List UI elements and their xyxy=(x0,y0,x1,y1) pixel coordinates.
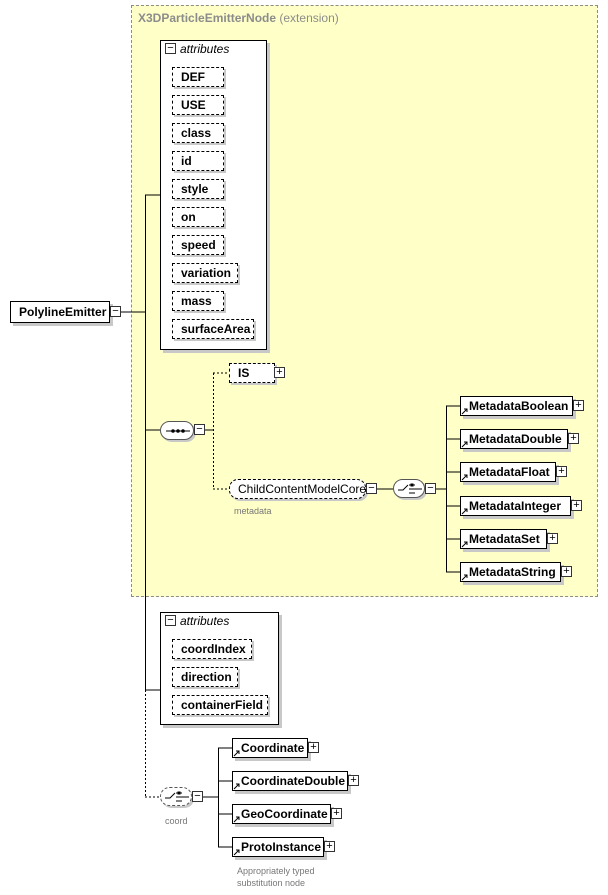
is-element[interactable]: IS xyxy=(229,363,275,383)
attribute-direction[interactable]: direction xyxy=(172,667,238,687)
proto-instance-label: ProtoInstance xyxy=(241,840,322,854)
metadata-set-element[interactable]: MetadataSet xyxy=(460,529,547,549)
proto-instance-plus-icon[interactable]: + xyxy=(324,841,335,852)
sequence-icon xyxy=(166,429,190,433)
child-content-model-core-label: ChildContentModelCore xyxy=(238,482,367,496)
coordinate-double-label: CoordinateDouble xyxy=(241,774,345,788)
metadata-integer-label: MetadataInteger xyxy=(469,499,562,513)
polyline-emitter-node[interactable]: PolylineEmitter xyxy=(10,301,110,323)
coordinate-plus-icon[interactable]: + xyxy=(308,742,319,753)
coord-note-line1: Appropriately typed xyxy=(237,866,315,876)
attribute-surface-area[interactable]: surfaceArea xyxy=(172,319,254,339)
group-sublabel: metadata xyxy=(234,506,272,516)
attribute-use[interactable]: USE xyxy=(172,95,224,115)
choice-collapse-minus-icon[interactable]: − xyxy=(425,483,436,494)
metadata-double-label: MetadataDouble xyxy=(469,432,562,446)
geo-coordinate-element[interactable]: GeoCoordinate xyxy=(232,804,331,824)
coord-choice-minus-icon[interactable]: − xyxy=(192,791,203,802)
sequence-compositor[interactable] xyxy=(160,421,194,440)
coordinate-label: Coordinate xyxy=(241,741,305,755)
extension-suffix: (extension) xyxy=(279,11,339,25)
attribute-mass[interactable]: mass xyxy=(172,291,224,311)
polyline-emitter-label: PolylineEmitter xyxy=(19,305,107,319)
coordinate-double-element[interactable]: CoordinateDouble xyxy=(232,771,348,791)
coord-note-line2: substitution node xyxy=(237,878,306,888)
metadata-set-plus-icon[interactable]: + xyxy=(547,533,558,544)
coord-sublabel: coord xyxy=(165,816,188,826)
own-attributes-header: attributes xyxy=(180,614,230,628)
metadata-boolean-label: MetadataBoolean xyxy=(469,399,569,413)
geo-coordinate-label: GeoCoordinate xyxy=(241,807,328,821)
proto-instance-element[interactable]: ProtoInstance xyxy=(232,837,324,857)
metadata-boolean-element[interactable]: MetadataBoolean xyxy=(460,396,573,416)
attributes-collapse-minus-icon[interactable]: − xyxy=(165,43,176,54)
metadata-float-element[interactable]: MetadataFloat xyxy=(460,462,556,482)
metadata-set-label: MetadataSet xyxy=(469,532,540,546)
coord-choice-icon xyxy=(165,791,189,802)
choice-icon xyxy=(398,483,422,494)
collapse-minus-icon[interactable]: − xyxy=(110,306,121,317)
extension-title: X3DParticleEmitterNode (extension) xyxy=(138,11,339,25)
metadata-string-element[interactable]: MetadataString xyxy=(460,562,561,582)
sequence-collapse-minus-icon[interactable]: − xyxy=(194,424,205,435)
attribute-def[interactable]: DEF xyxy=(172,67,224,87)
child-content-model-core-group[interactable]: ChildContentModelCore xyxy=(229,479,366,499)
group-collapse-minus-icon[interactable]: − xyxy=(366,483,377,494)
metadata-integer-plus-icon[interactable]: + xyxy=(571,500,582,511)
own-attributes-collapse-minus-icon[interactable]: − xyxy=(165,615,176,626)
geo-coordinate-plus-icon[interactable]: + xyxy=(331,808,342,819)
metadata-float-label: MetadataFloat xyxy=(469,465,550,479)
coordinate-double-plus-icon[interactable]: + xyxy=(348,775,359,786)
metadata-double-element[interactable]: MetadataDouble xyxy=(460,429,568,449)
metadata-integer-element[interactable]: MetadataInteger xyxy=(460,496,571,516)
coordinate-element[interactable]: Coordinate xyxy=(232,738,308,758)
attribute-style[interactable]: style xyxy=(172,179,224,199)
choice-compositor[interactable] xyxy=(393,479,425,498)
is-expand-plus-icon[interactable]: + xyxy=(274,367,285,378)
attribute-speed[interactable]: speed xyxy=(172,235,224,255)
attribute-coord-index[interactable]: coordIndex xyxy=(172,639,252,659)
metadata-boolean-plus-icon[interactable]: + xyxy=(573,400,584,411)
metadata-string-label: MetadataString xyxy=(469,565,556,579)
is-element-label: IS xyxy=(238,366,250,380)
metadata-string-plus-icon[interactable]: + xyxy=(561,566,572,577)
metadata-double-plus-icon[interactable]: + xyxy=(568,433,579,444)
extension-attributes-header: attributes xyxy=(180,42,230,56)
coord-choice-compositor[interactable] xyxy=(160,787,192,806)
attribute-container-field[interactable]: containerField xyxy=(172,695,268,715)
attribute-class[interactable]: class xyxy=(172,123,224,143)
attribute-variation[interactable]: variation xyxy=(172,263,238,283)
attribute-id[interactable]: id xyxy=(172,151,224,171)
extension-base-name: X3DParticleEmitterNode xyxy=(138,11,277,25)
attribute-on[interactable]: on xyxy=(172,207,224,227)
metadata-float-plus-icon[interactable]: + xyxy=(556,466,567,477)
